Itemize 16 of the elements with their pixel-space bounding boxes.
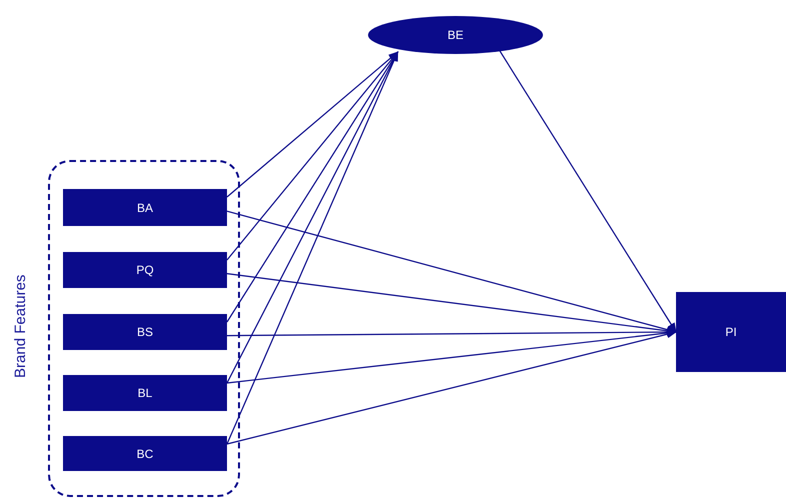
construct-box: BS: [63, 314, 227, 350]
arrow: [226, 51, 398, 444]
construct-box: BL: [63, 375, 227, 411]
group-label: Brand Features: [10, 274, 30, 380]
construct-ellipse: BE: [368, 16, 543, 54]
arrow: [226, 51, 398, 384]
arrow: [226, 329, 677, 384]
arrow: [226, 51, 398, 198]
arrow: [498, 50, 677, 333]
arrow: [226, 51, 398, 260]
construct-box: BC: [63, 436, 227, 471]
construct-box: BA: [63, 189, 227, 226]
construct-box: PQ: [63, 252, 227, 288]
arrow: [226, 330, 677, 445]
arrow: [226, 51, 398, 322]
construct-box: PI: [676, 292, 786, 372]
